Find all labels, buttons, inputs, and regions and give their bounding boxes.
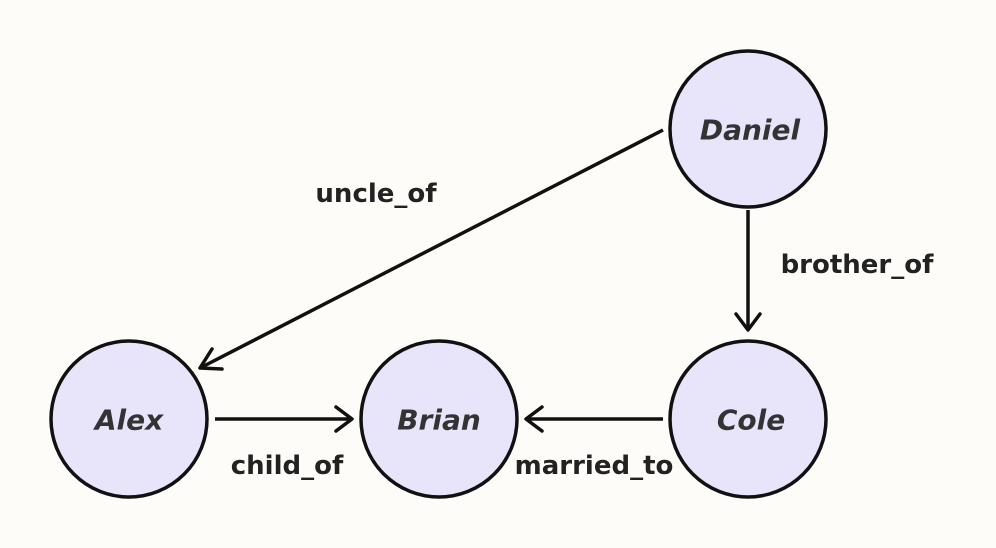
arrowhead-brother-of bbox=[734, 312, 762, 332]
edge-label-brother-of: brother_of bbox=[781, 250, 935, 280]
arrowhead-uncle-of bbox=[198, 347, 224, 371]
edge-line-uncle-of bbox=[199, 128, 664, 370]
node-circle-cole bbox=[668, 339, 828, 499]
node-label-alex: Alex bbox=[93, 404, 164, 437]
node-cole[interactable]: Cole bbox=[668, 339, 828, 499]
edge-brother-of bbox=[734, 210, 762, 332]
node-circle-daniel bbox=[668, 49, 828, 209]
node-circle-brian bbox=[359, 339, 519, 499]
edge-uncle-of bbox=[198, 128, 664, 371]
arrowhead-child-of bbox=[334, 405, 354, 433]
arrowhead-married-to bbox=[524, 405, 544, 433]
edge-label-child-of: child_of bbox=[231, 451, 344, 481]
edge-married-to bbox=[524, 405, 663, 433]
node-alex[interactable]: Alex bbox=[49, 339, 209, 499]
node-brian[interactable]: Brian bbox=[359, 339, 519, 499]
edge-child-of bbox=[215, 405, 354, 433]
edge-label-uncle-of: uncle_of bbox=[315, 179, 437, 209]
node-label-cole: Cole bbox=[717, 404, 785, 437]
node-label-daniel: Daniel bbox=[700, 114, 801, 147]
node-circle-alex bbox=[49, 339, 209, 499]
node-label-brian: Brian bbox=[397, 404, 481, 437]
node-daniel[interactable]: Daniel bbox=[668, 49, 828, 209]
edge-label-married-to: married_to bbox=[515, 451, 674, 481]
